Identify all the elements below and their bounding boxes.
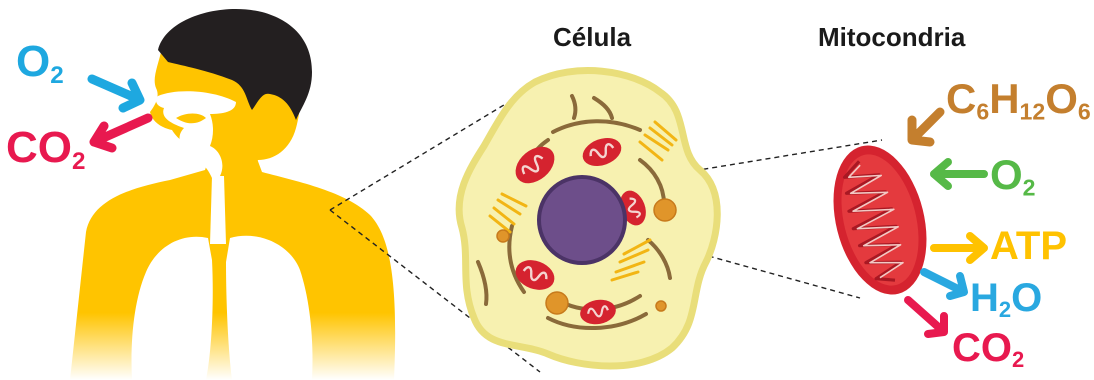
glucose-label: C6H12O6 [946,78,1091,124]
cell-nucleus [539,177,625,263]
h2o-h-sub: 2 [999,297,1011,322]
h2o-out-arrow [924,272,964,296]
left-co2-sub: 2 [72,148,85,175]
left-co2-label: CO2 [6,126,85,174]
glucose-o-sub: 6 [1078,98,1091,124]
left-o2-label: O2 [16,40,64,88]
cell-title: Célula [553,24,631,50]
co2-exhale-arrow [94,118,148,148]
right-o2-sub: 2 [1023,174,1036,200]
co2-out-arrow [908,300,944,334]
left-co2-main: CO [6,123,72,172]
human-figure [70,9,395,380]
right-co2-main: CO [952,326,1012,370]
atp-label: ATP [990,226,1067,266]
glucose-c-sub: 6 [976,98,989,124]
trachea [210,176,226,244]
glucose-h: H [989,75,1019,122]
right-co2-sub: 2 [1012,347,1024,372]
cell [459,71,717,366]
h2o-h: H [970,276,999,320]
atp-out-arrow [934,236,984,260]
left-o2-main: O [16,37,50,86]
h2o-o: O [1011,276,1042,320]
glucose-h-sub: 12 [1020,98,1046,124]
right-o2-label: O2 [990,154,1036,200]
left-o2-sub: 2 [50,62,63,89]
glucose-c: C [946,75,976,122]
mitochondria-title: Mitocondria [818,24,965,50]
o2-in-arrow [934,162,984,186]
h2o-label: H2O [970,278,1042,321]
large-mitochondrion [819,136,941,305]
right-co2-label: CO2 [952,328,1024,371]
o2-inhale-arrow [92,79,140,108]
right-o2-main: O [990,151,1023,198]
glucose-o: O [1045,75,1078,122]
glucose-arrow [912,112,940,142]
